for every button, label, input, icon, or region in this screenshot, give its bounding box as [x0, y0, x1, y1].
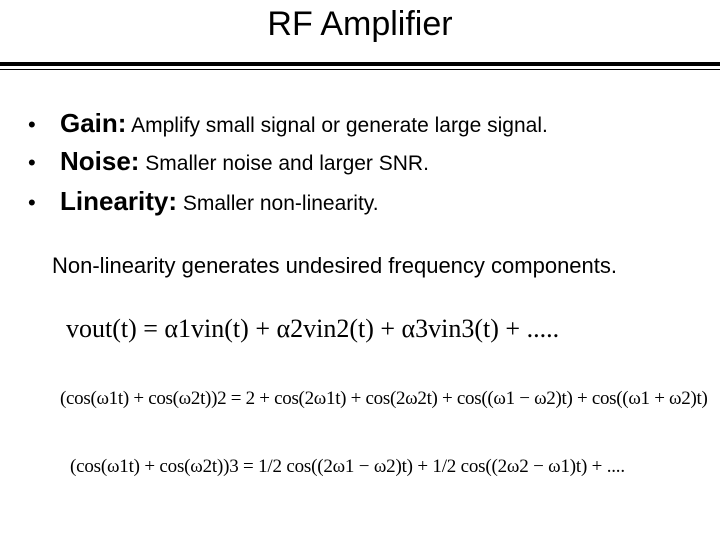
equation-cube-expansion: (cos(ω1t) + cos(ω2t))3 = 1/2 cos((2ω1 − … — [70, 456, 625, 477]
equation-square-expansion: (cos(ω1t) + cos(ω2t))2 = 2 + cos(2ω1t) +… — [60, 388, 708, 409]
bullet-term: Linearity: — [60, 186, 178, 216]
title-rule-thick — [0, 62, 720, 66]
bullet-linearity: • Linearity: Smaller non-linearity. — [28, 188, 379, 217]
nonlinearity-note: Non-linearity generates undesired freque… — [52, 253, 617, 278]
bullet-marker: • — [28, 150, 36, 175]
bullet-text: Amplify small signal or generate large s… — [126, 114, 548, 137]
bullet-marker: • — [28, 112, 36, 137]
slide-title: RF Amplifier — [267, 5, 453, 43]
bullet-text: Smaller non-linearity. — [177, 192, 379, 215]
bullet-marker: • — [28, 190, 36, 215]
equation-vout: vout(t) = α1vin(t) + α2vin2(t) + α3vin3(… — [66, 314, 560, 343]
bullet-text: Smaller noise and larger SNR. — [139, 152, 429, 175]
bullet-term: Gain: — [60, 108, 127, 138]
bullet-gain: • Gain: Amplify small signal or generate … — [28, 110, 548, 139]
title-rule-thin — [0, 69, 720, 70]
bullet-noise: • Noise: Smaller noise and larger SNR. — [28, 148, 429, 177]
bullet-term: Noise: — [60, 146, 140, 176]
